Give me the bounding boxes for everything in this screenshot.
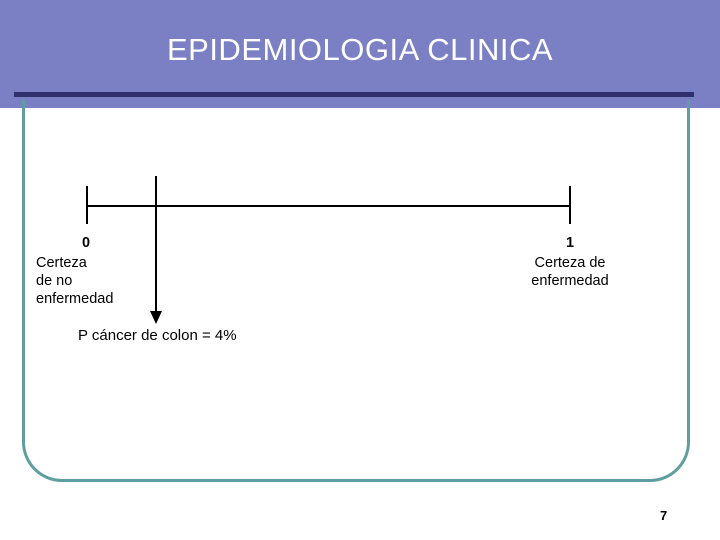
header-underline-rule <box>14 92 694 97</box>
axis-label-right-line1: Certeza de <box>534 255 606 271</box>
axis-label-left-value: 0 <box>82 235 91 251</box>
axis-label-left-line3: enfermedad <box>36 291 114 307</box>
axis-label-right: 1 Certeza de enfermedad <box>500 234 640 290</box>
axis-tick-right <box>569 186 571 224</box>
probability-pointer-arrow-shaft <box>155 176 157 316</box>
probability-pointer-arrow-head <box>150 311 162 324</box>
content-frame <box>22 100 690 482</box>
header-band <box>0 0 720 108</box>
probability-annotation: P cáncer de colon = 4% <box>78 327 237 344</box>
page-number: 7 <box>660 508 668 523</box>
axis-label-left-line2: de no <box>36 273 73 289</box>
axis-tick-left <box>86 186 88 224</box>
axis-label-right-line2: enfermedad <box>531 273 609 289</box>
axis-label-left-line1: Certeza <box>36 255 87 271</box>
axis-label-right-value: 1 <box>565 235 575 251</box>
page-title: EPIDEMIOLOGIA CLINICA <box>166 32 554 67</box>
probability-axis-line <box>86 205 571 207</box>
axis-label-left: 0 Certeza de no enfermedad <box>36 234 176 308</box>
